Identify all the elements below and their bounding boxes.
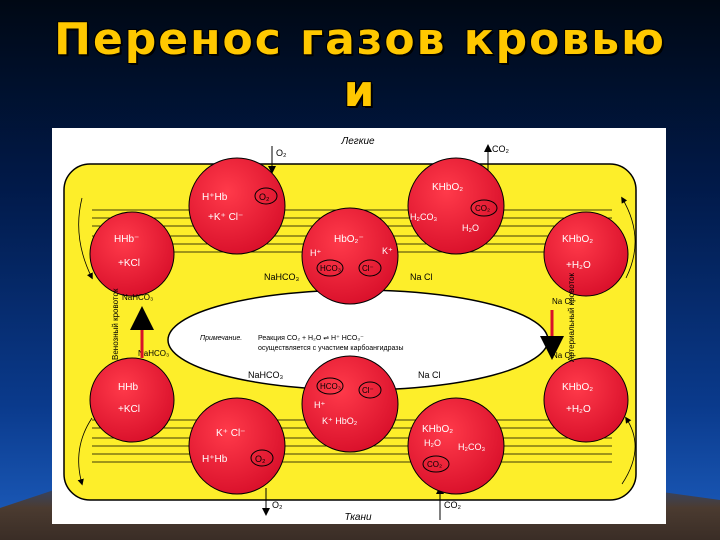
svg-text:HCO₃: HCO₃ [320,264,341,273]
svg-text:CO₂: CO₂ [427,460,442,469]
svg-text:HHb: HHb [118,382,138,393]
nahco3-left-lower: NaHCO₃ [138,349,169,358]
slide-title-continuation: и [343,66,377,117]
lungs-o2-label: O₂ [276,148,287,158]
svg-text:KHbO₂: KHbO₂ [562,382,593,393]
tissues-co2-label: CO₂ [444,500,462,510]
svg-text:+H₂O: +H₂O [566,260,591,271]
tissues-label: Ткани [344,512,372,523]
svg-text:+K⁺ Cl⁻: +K⁺ Cl⁻ [208,212,243,223]
cell-middle-left-lower: HHb +KCl [89,357,175,443]
cell-center-upper: HbO₂⁻ H⁺ K⁺ HCO₃ Cl⁻ [301,207,399,305]
svg-text:K⁺: K⁺ [382,246,393,256]
svg-text:H₂O: H₂O [462,223,479,233]
svg-text:H⁺: H⁺ [310,248,321,258]
svg-text:CO₂: CO₂ [475,204,490,213]
nahco3-bottom-label: NaHCO₃ [248,370,284,380]
cell-bottom-left: K⁺ Cl⁻ H⁺Hb O₂ [188,397,286,495]
gas-transport-diagram: Легкие O₂ CO₂ Ткани O₂ CO₂ H⁺Hb O₂ +K⁺ C… [63,136,637,523]
cell-middle-right-lower: KHbO₂ +H₂O [543,357,629,443]
nahco3-top-label: NaHCO₃ [264,272,300,282]
cell-top-right: KHbO₂ CO₂ H₂CO₃ H₂O [407,157,505,255]
svg-text:H₂O: H₂O [424,438,441,448]
svg-text:K⁺ Cl⁻: K⁺ Cl⁻ [216,428,245,439]
note-line-2: осуществляется с участием карбоангидразы [258,344,404,352]
lungs-co2-label: CO₂ [492,144,510,154]
diagram-panel: Легкие O₂ CO₂ Ткани O₂ CO₂ H⁺Hb O₂ +K⁺ C… [52,128,666,524]
svg-text:K⁺ HbO₂: K⁺ HbO₂ [322,416,358,426]
tissues-o2-label: O₂ [272,500,283,510]
cell-top-left: H⁺Hb O₂ +K⁺ Cl⁻ [188,157,286,255]
svg-text:Cl⁻: Cl⁻ [362,386,374,395]
svg-text:HCO₃: HCO₃ [320,382,341,391]
note-prefix: Примечание. [200,335,242,342]
venous-flow-label: Венозный кровоток [111,288,120,360]
note-line-1: Реакция CO₂ + H₂O ⇌ H⁺ HCO₃⁻ [258,335,364,342]
nacl-bottom-label: Na Cl [418,370,441,380]
svg-text:O₂: O₂ [259,192,270,202]
nacl-right-upper: Na Cl [552,297,572,306]
svg-text:+H₂O: +H₂O [566,404,591,415]
svg-text:Cl⁻: Cl⁻ [362,264,374,273]
nacl-top-label: Na Cl [410,272,433,282]
svg-text:H₂CO₃: H₂CO₃ [458,442,485,452]
svg-text:HbO₂⁻: HbO₂⁻ [334,234,364,245]
arterial-flow-label: Артериальный кровоток [567,272,576,362]
svg-text:KHbO₂: KHbO₂ [422,424,453,435]
svg-text:+KCl: +KCl [118,258,140,269]
svg-text:KHbO₂: KHbO₂ [432,182,463,193]
svg-text:O₂: O₂ [255,454,266,464]
svg-text:H⁺Hb: H⁺Hb [202,454,228,465]
cell-bottom-right: KHbO₂ H₂O H₂CO₃ CO₂ [407,397,505,495]
svg-text:H⁺: H⁺ [314,400,325,410]
lungs-label: Легкие [340,136,375,147]
svg-text:+KCl: +KCl [118,404,140,415]
cell-center-lower: HCO₃ Cl⁻ H⁺ K⁺ HbO₂ [301,355,399,453]
svg-text:HHb⁻: HHb⁻ [114,234,139,245]
cell-middle-right-upper: KHbO₂ +H₂O [543,211,629,297]
svg-text:H⁺Hb: H⁺Hb [202,192,228,203]
cell-middle-left-upper: HHb⁻ +KCl [89,211,175,297]
slide-title: Перенос газов кровью [54,14,666,65]
svg-text:KHbO₂: KHbO₂ [562,234,593,245]
svg-text:H₂CO₃: H₂CO₃ [410,212,437,222]
nahco3-left-upper: NaHCO₃ [122,293,153,302]
